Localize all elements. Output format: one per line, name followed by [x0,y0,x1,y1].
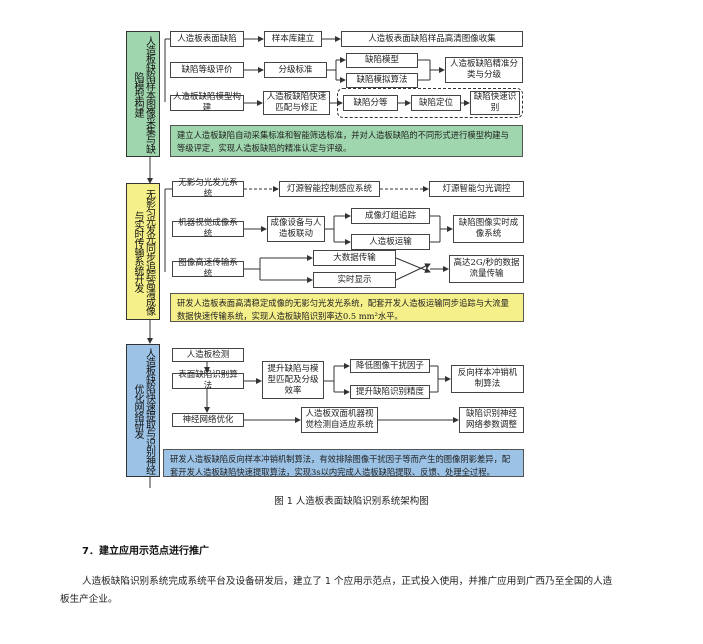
node-device-linkage: 成像设备与人造板联动 [267,216,325,242]
node-precise-classification: 人造板缺陷精准分类与分级 [445,57,523,83]
node-sample-library: 样本库建立 [264,31,322,47]
node-defect-model-build: 人造板缺陷模型构建 [170,92,244,113]
node-fast-match: 人造板缺陷快速匹配与修正 [263,91,330,115]
node-match-efficiency: 提升缺陷与模型匹配及分级效率 [262,361,324,399]
node-defect-ranking: 缺陷分等 [343,95,398,111]
node-surface-defect: 人造板表面缺陷 [170,31,244,47]
section-2-label: 无影匀光发光同步追踪高清成像与实时传输系统开发 [126,183,160,320]
node-realtime-display: 实时显示 [313,272,396,288]
node-hd-image-collection: 人造板表面缺陷样品高清图像收集 [341,31,523,47]
node-network-params: 缺陷识别神经网络参数调整 [459,407,524,433]
section-7-heading: 7．建立应用示范点进行推广 [82,546,209,557]
node-machine-vision: 机器视觉成像系统 [172,218,244,239]
node-neural-optimization: 神经网络优化 [172,413,244,427]
node-dual-side-detection: 人造板双面机器视觉检测自适应系统 [301,407,378,433]
node-grading-standard: 分级标准 [264,62,327,78]
figure-caption: 图 1 人造板表面缺陷识别系统架构图 [274,496,429,507]
node-light-tracking: 成像灯组追踪 [351,208,430,224]
node-reverse-sample: 反向样本冲销机制算法 [451,365,524,393]
node-reduce-interference: 降低图像干扰因子 [350,359,430,373]
node-board-transport: 人造板运输 [351,234,430,250]
node-big-data-transfer: 大数据传输 [313,250,396,266]
dashed-group-1 [337,88,523,118]
node-defect-grading: 缺陷等级评价 [170,62,244,78]
node-realtime-imaging: 缺陷图像实时成像系统 [453,215,524,243]
section-2-summary: 研发人造板表面高清稳定成像的无影匀光发光系统，配套开发人造板运输同步追踪与大流量… [170,293,524,322]
node-data-flow: 高达2G/秒的数据流量传输 [449,255,524,283]
node-shadowless-lighting: 无影匀光发光系统 [172,178,244,199]
node-defect-model: 缺陷模型 [346,53,418,68]
section-7-paragraph: 人造板缺陷识别系统完成系统平台及设备研发后，建立了 1 个应用示范点，正式投入使… [60,576,613,605]
node-defect-simulation: 缺陷模拟算法 [346,73,418,88]
node-improve-accuracy: 提升缺陷识别精度 [350,385,430,399]
node-light-sensing: 灯源智能控制感应系统 [279,181,380,197]
node-recognition-algorithm: 表面缺陷识别算法 [172,370,244,391]
node-image-transmission: 图像高速传输系统 [172,258,244,279]
section-1-label: 人造板缺陷样本图像采集与缺陷模型构建 [126,31,160,157]
section-3-summary: 研发人造板缺陷反向样本冲销机制算法，有效排除图像干扰因子等而产生的图像阴影差异，… [163,449,524,477]
section-3-label: 人造板缺陷快速提取与识别神经优化网络研发 [126,344,160,477]
node-defect-locating: 缺陷定位 [411,95,461,111]
node-light-regulation: 灯源智能匀光调控 [429,181,524,197]
node-fast-recognition: 缺陷快速识别 [470,91,520,115]
node-board-detection: 人造板检测 [172,348,244,362]
section-1-summary: 建立人造板缺陷自动采集标准和智能筛选标准，并对人造板缺陷的不同形式进行模型构建与… [170,125,523,157]
